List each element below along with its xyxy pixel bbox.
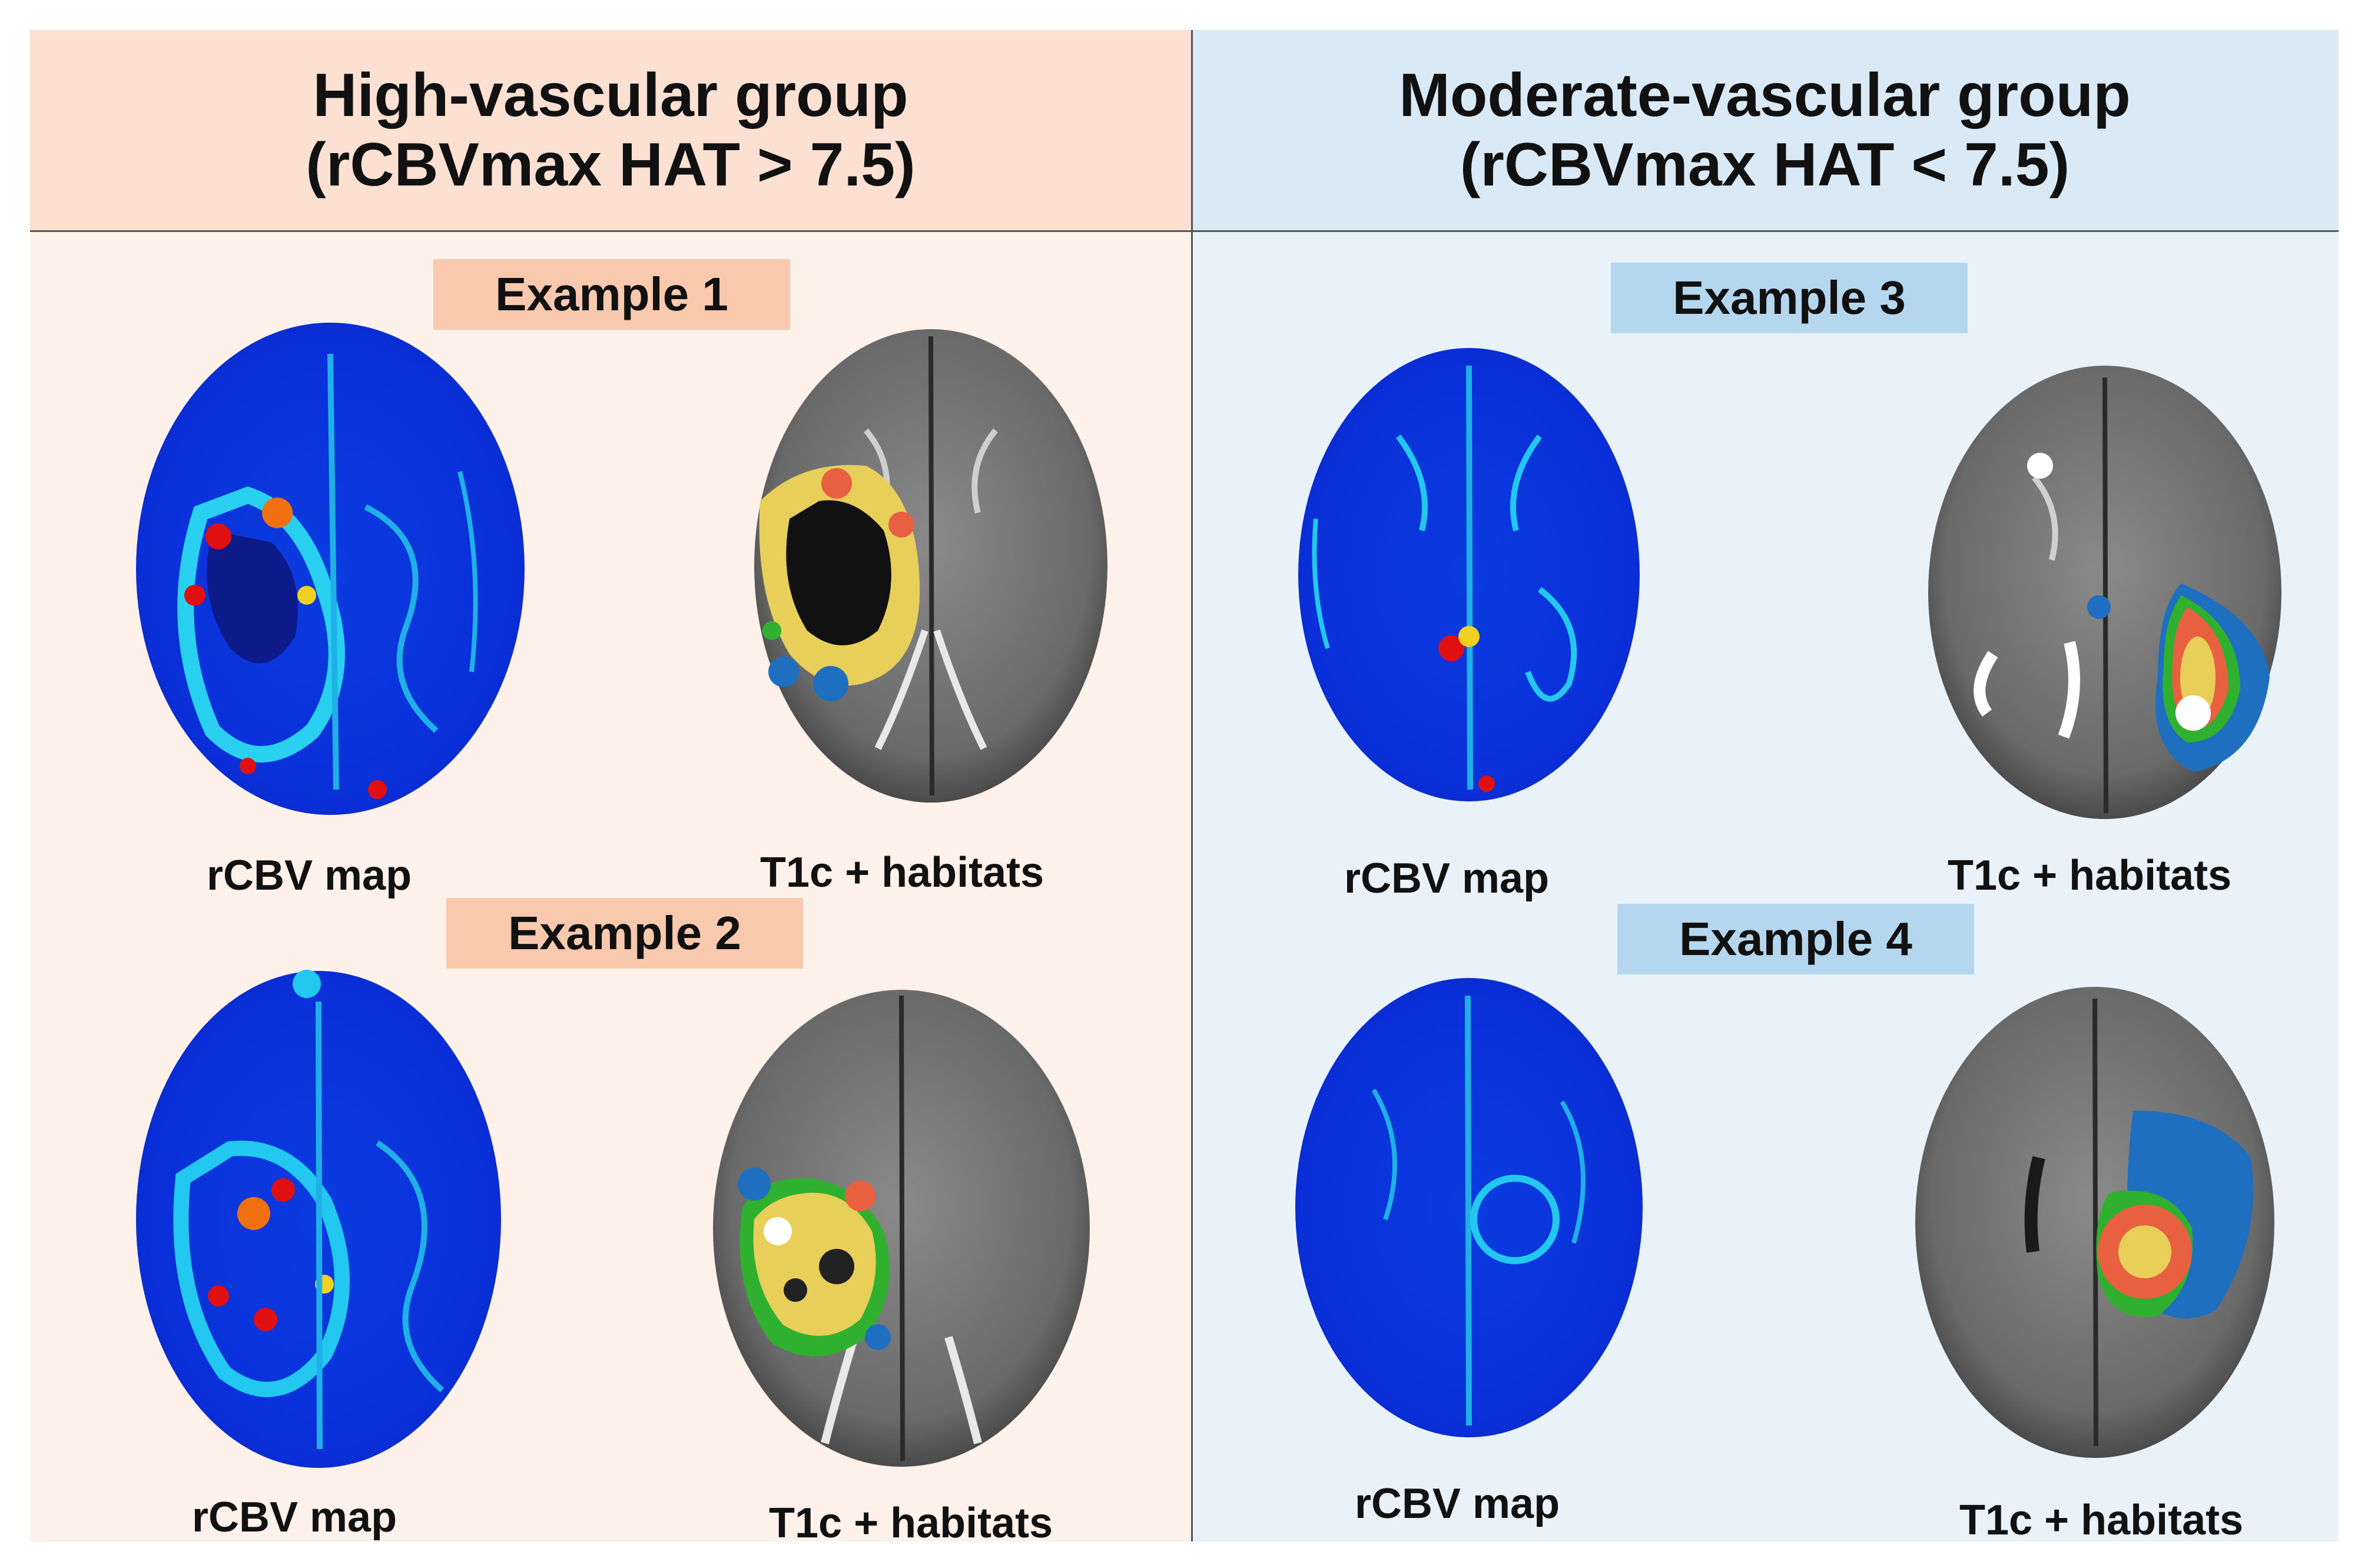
high-vascular-header: High-vascular group (rCBVmax HAT > 7.5) xyxy=(30,30,1191,230)
example-4-t1c-caption: T1c + habitats xyxy=(1959,1497,2244,1544)
example-1-t1c-habitats xyxy=(754,329,1107,803)
moderate-vascular-panel: Moderate-vascular group (rCBVmax HAT < 7… xyxy=(1191,30,2339,1544)
example-4-rcbv-caption: rCBV map xyxy=(1355,1480,1560,1527)
example-3-t1c-caption: T1c + habitats xyxy=(1948,852,2232,899)
example-3-label: Example 3 xyxy=(1611,263,1968,333)
panel-divider xyxy=(1191,30,1193,1542)
panel-title-line1: High-vascular group xyxy=(313,61,908,130)
example-4-t1c-habitats xyxy=(1915,987,2274,1458)
example-2-t1c-habitats xyxy=(713,990,1090,1467)
example-1-label: Example 1 xyxy=(433,259,790,330)
example-2-label: Example 2 xyxy=(446,898,803,969)
example-3-rcbv-caption: rCBV map xyxy=(1344,855,1550,902)
example-1-t1c-caption: T1c + habitats xyxy=(760,849,1044,896)
header-divider xyxy=(1191,230,2339,232)
example-2-rcbv-map xyxy=(136,970,501,1468)
example-3-t1c-habitats xyxy=(1928,366,2281,819)
header-divider xyxy=(30,230,1191,232)
example-2-rcbv-caption: rCBV map xyxy=(192,1494,397,1541)
example-3-rcbv-map xyxy=(1298,348,1640,801)
panel-title-line2: (rCBVmax HAT > 7.5) xyxy=(306,131,916,199)
example-2-t1c-caption: T1c + habitats xyxy=(769,1500,1053,1547)
panel-title-line2: (rCBVmax HAT < 7.5) xyxy=(1460,131,2070,199)
example-4-rcbv-map xyxy=(1295,978,1643,1437)
example-1-rcbv-map xyxy=(136,323,525,815)
example-4-label: Example 4 xyxy=(1617,904,1974,974)
moderate-vascular-header: Moderate-vascular group (rCBVmax HAT < 7… xyxy=(1191,30,2339,230)
high-vascular-panel: High-vascular group (rCBVmax HAT > 7.5) … xyxy=(30,30,1191,1547)
panel-title-line1: Moderate-vascular group xyxy=(1399,61,2131,130)
example-1-rcbv-caption: rCBV map xyxy=(207,852,412,899)
